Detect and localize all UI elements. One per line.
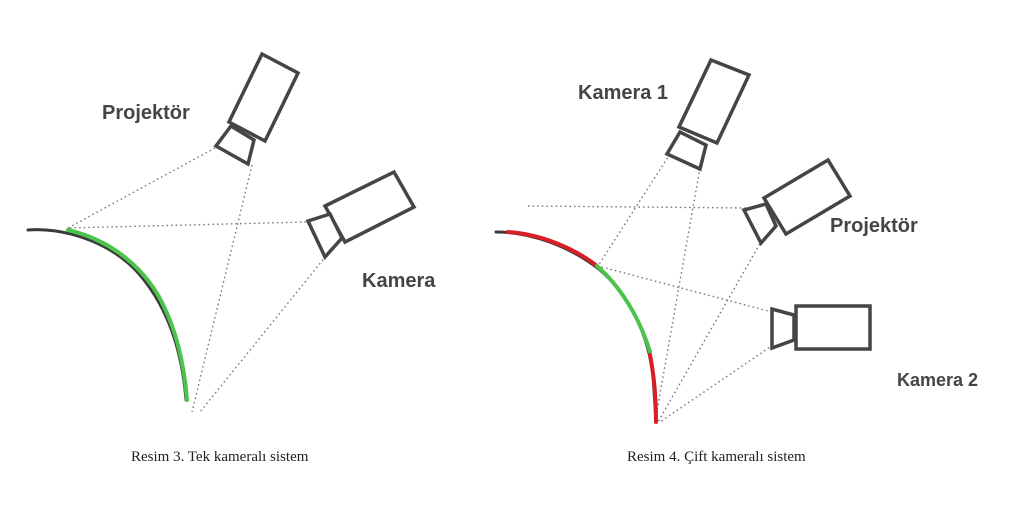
camera1-device — [664, 57, 752, 172]
ray-projector-to-surface-bottom — [657, 239, 763, 423]
camera2-lens — [770, 306, 796, 351]
right-surface — [494, 230, 658, 424]
camera-lens — [305, 211, 345, 261]
left-surface — [26, 228, 189, 402]
projector-lens — [741, 201, 779, 247]
projector-body — [761, 157, 853, 237]
visible-region — [66, 228, 189, 402]
left-figure: Projektör Kamera Resim 3. Tek kameralı s… — [26, 51, 436, 465]
right-rays — [527, 153, 774, 423]
projector-lens — [213, 123, 257, 167]
visible-region — [595, 264, 652, 354]
figure-caption: Resim 3. Tek kameralı sistem — [131, 449, 309, 465]
camera2-body — [794, 304, 872, 351]
ray-projector-to-surface-top — [67, 147, 216, 229]
ray-camera-to-surface-bottom — [199, 255, 327, 413]
projector-label: Projektör — [102, 102, 190, 124]
ray-camera2-to-surface-top — [597, 265, 773, 313]
surface-curve — [26, 228, 188, 402]
occluded-region-bottom — [648, 353, 658, 424]
right-figure: Kamera 1 Projektör Kamera 2 Resim 4. Çif… — [494, 57, 978, 465]
camera2-label: Kamera 2 — [897, 370, 978, 390]
ray-projector-horizontal — [527, 205, 749, 209]
ray-camera1-to-surface-top — [597, 153, 671, 267]
projector-device — [213, 51, 301, 167]
occluded-region-top — [506, 230, 599, 268]
surface-curve — [494, 230, 658, 424]
camera-device — [305, 169, 417, 261]
camera1-label: Kamera 1 — [578, 82, 668, 104]
projector-label: Projektör — [830, 215, 918, 237]
camera2-device — [770, 304, 872, 351]
projector-body — [226, 51, 301, 144]
figure-caption: Resim 4. Çift kameralı sistem — [627, 449, 806, 465]
ray-camera1-to-surface-bottom — [654, 167, 701, 423]
camera-label: Kamera — [362, 270, 436, 292]
ray-camera2-to-surface-bottom — [659, 344, 774, 423]
ray-projector-to-surface-bottom — [191, 164, 253, 413]
projector-device — [741, 157, 853, 247]
camera1-lens — [664, 129, 709, 172]
camera1-body — [676, 57, 752, 146]
ray-camera-to-surface-top — [67, 221, 307, 229]
left-rays — [67, 147, 327, 413]
